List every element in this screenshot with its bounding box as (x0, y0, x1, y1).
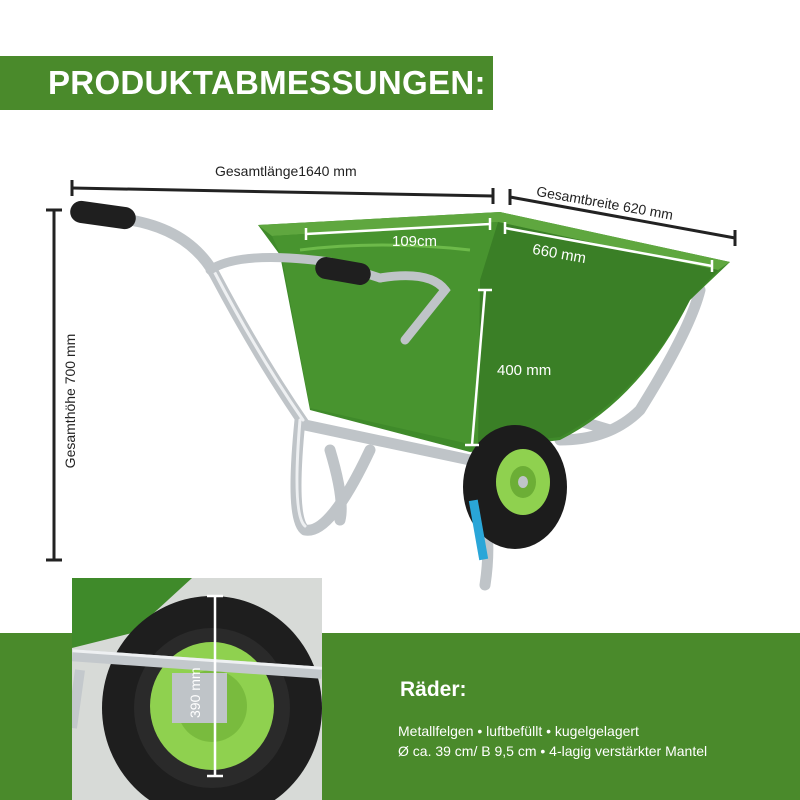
tub (258, 212, 730, 452)
wheels-specs: Ø ca. 39 cm/ B 9,5 cm • 4-lagig verstärk… (398, 743, 708, 759)
wheelbarrow-illustration (46, 180, 737, 591)
wheel (463, 425, 567, 549)
right-grip (315, 257, 371, 285)
page-title: PRODUKTABMESSUNGEN: (0, 56, 493, 110)
length-dimension-line (70, 180, 495, 204)
total-length-label: Gesamtlänge1640 mm (215, 163, 357, 179)
tub-depth-label: 400 mm (497, 362, 552, 379)
total-height-label: Gesamthöhe 700 mm (62, 333, 78, 469)
tub-depth-marker (465, 288, 492, 447)
frame-label-strip (468, 499, 489, 561)
height-dimension-line (46, 208, 62, 562)
wheels-features: Metallfelgen • luftbefüllt • kugelgelage… (398, 723, 639, 739)
wheels-heading: Räder: (400, 678, 467, 701)
wheel-diameter-label: 390 mm (187, 667, 203, 718)
tub-length-label: 109cm (392, 233, 438, 250)
wheel-closeup-photo: 390 mm (72, 578, 322, 800)
tub-width-marker (503, 222, 714, 272)
tub-length-marker (304, 218, 492, 240)
width-dimension-line (508, 189, 737, 246)
left-grip (70, 200, 136, 230)
